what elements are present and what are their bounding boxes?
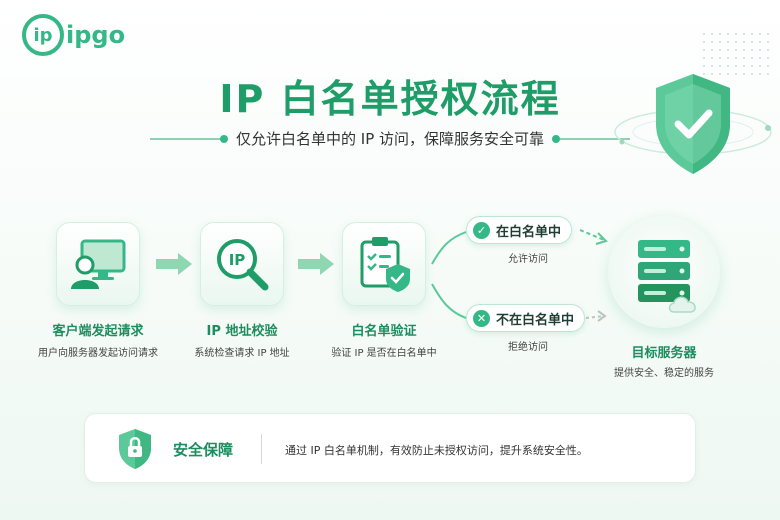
step-ip-check-label: IP 地址校验 — [206, 324, 278, 339]
arrow-right-icon — [298, 253, 334, 275]
monitor-user-icon — [71, 239, 126, 289]
branch-connectors — [431, 229, 608, 322]
step-whitelist-verify-desc: 验证 IP 是否在白名单中 — [331, 348, 437, 359]
subtitle-line-left — [150, 134, 228, 143]
step-client-request-desc: 用户向服务器发起访问请求 — [38, 348, 158, 359]
security-footer: 安全保障 通过 IP 白名单机制，有效防止未授权访问，提升系统安全性。 — [84, 413, 696, 483]
step-client-request-box — [56, 222, 140, 306]
step-ip-check-box: IP — [200, 222, 284, 306]
x-icon: ✕ — [473, 309, 490, 327]
step-client-request-label: 客户端发起请求 — [52, 324, 144, 339]
server-label: 目标服务器 — [631, 346, 697, 361]
check-icon: ✓ — [473, 221, 490, 239]
clipboard-shield-icon — [360, 237, 410, 292]
footer-text: 通过 IP 白名单机制，有效防止未授权访问，提升系统安全性。 — [285, 444, 588, 457]
page-subtitle: 仅允许白名单中的 IP 访问，保障服务安全可靠 — [236, 130, 545, 148]
arrow-right-icon — [156, 253, 192, 275]
subtitle-line-right — [552, 134, 631, 143]
whitelist-denied-desc: 拒绝访问 — [508, 342, 548, 353]
whitelist-denied-pill: ✕ 不在白名单中 — [466, 304, 586, 332]
shield-check-icon — [614, 74, 772, 174]
step-whitelist-verify-box — [342, 222, 426, 306]
whitelist-allowed-desc: 允许访问 — [508, 254, 548, 265]
whitelist-denied-label: 不在白名单中 — [496, 312, 575, 328]
dot-pattern — [700, 30, 770, 80]
ip-badge-text: IP — [229, 251, 246, 269]
whitelist-allowed-pill: ✓ 在白名单中 — [466, 216, 573, 244]
ip-magnifier-icon: IP — [217, 239, 269, 291]
footer-title: 安全保障 — [173, 441, 234, 459]
logo-text: ipgo — [66, 21, 126, 49]
server-desc: 提供安全、稳定的服务 — [614, 368, 714, 379]
server-cloud-icon — [638, 240, 696, 313]
page-title: IP 白名单授权流程 — [219, 77, 561, 121]
logo-mark: ip — [22, 14, 64, 56]
footer-divider — [261, 434, 262, 464]
step-whitelist-verify-label: 白名单验证 — [351, 324, 417, 339]
lock-shield-icon — [119, 429, 151, 469]
logo: ip ipgo — [22, 14, 125, 56]
subtitle-row: 仅允许白名单中的 IP 访问，保障服务安全可靠 — [150, 128, 631, 149]
whitelist-allowed-label: 在白名单中 — [496, 224, 562, 240]
server-circle — [608, 216, 720, 328]
step-ip-check-desc: 系统检查请求 IP 地址 — [194, 348, 290, 359]
